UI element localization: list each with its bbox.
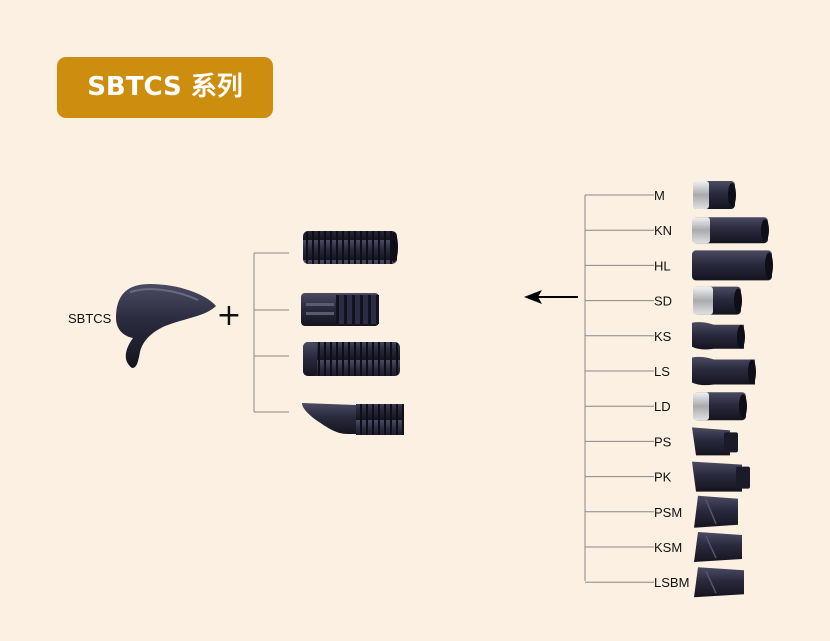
nozzle-4 xyxy=(302,403,404,435)
sleeve-label-pk: PK xyxy=(654,470,672,485)
sbtcs-body xyxy=(116,284,216,368)
plus-sign: + xyxy=(216,298,241,333)
sleeve-ksm xyxy=(694,532,742,562)
sleeve-lsbm xyxy=(694,567,744,598)
sleeve-hl xyxy=(692,250,773,281)
sleeve-ps xyxy=(692,427,738,456)
direction-arrow xyxy=(524,290,578,304)
sleeve-label-ksm: KSM xyxy=(654,540,682,555)
nozzle-bracket xyxy=(253,252,289,413)
series-title: SBTCS 系列 xyxy=(87,72,243,102)
body-label: SBTCS xyxy=(68,311,112,326)
nozzle-3 xyxy=(303,342,400,376)
sleeve-label-psm: PSM xyxy=(654,505,682,520)
sleeve-m xyxy=(693,181,736,209)
sleeve-ls xyxy=(692,356,756,386)
sleeve-label-hl: HL xyxy=(654,258,671,273)
sleeve-ld xyxy=(693,392,747,421)
sleeve-kn xyxy=(692,217,769,244)
series-badge: SBTCS 系列 xyxy=(57,57,273,118)
sleeve-sd xyxy=(693,286,742,315)
sleeve-label-sd: SD xyxy=(654,294,672,309)
sleeve-label-ps: PS xyxy=(654,434,672,449)
sleeve-ks xyxy=(692,322,745,350)
sleeve-bracket xyxy=(584,194,654,583)
sleeve-label-m: M xyxy=(654,188,665,203)
sleeve-label-lsbm: LSBM xyxy=(654,575,689,590)
sleeve-label-kn: KN xyxy=(654,223,672,238)
sleeve-pk xyxy=(692,461,750,492)
sleeve-label-ks: KS xyxy=(654,329,672,344)
nozzle-1 xyxy=(303,231,398,264)
nozzle-2 xyxy=(301,293,379,326)
sleeve-label-ld: LD xyxy=(654,399,671,414)
sleeve-label-ls: LS xyxy=(654,364,670,379)
sleeve-psm xyxy=(694,495,738,528)
